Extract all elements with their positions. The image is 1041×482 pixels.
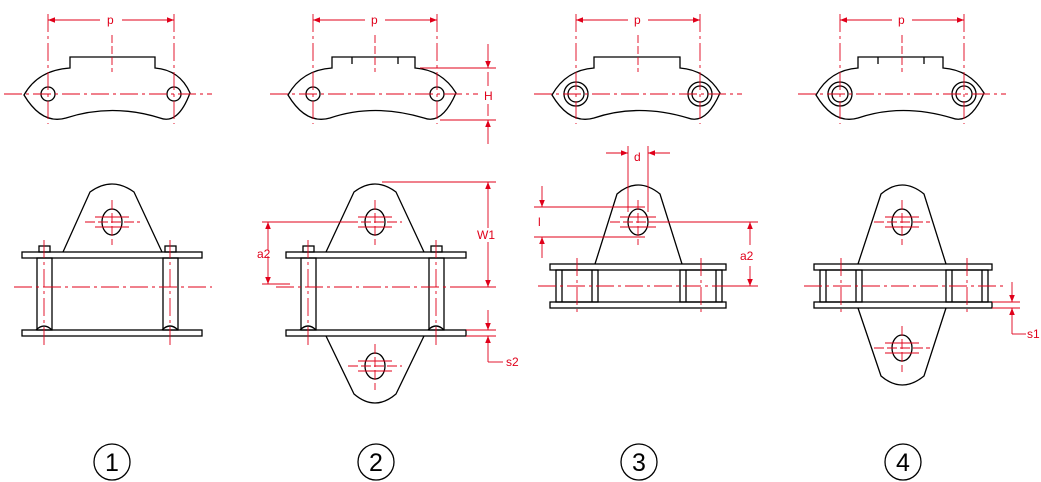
gap-lower-label: s2 (506, 355, 519, 369)
side-view-2 (285, 183, 467, 404)
variant-1: p (4, 13, 212, 346)
hole-diameter-label: d (634, 150, 641, 164)
top-view-4 (815, 56, 985, 120)
pitch-label-3: p (634, 13, 641, 27)
top-view-1 (23, 56, 191, 120)
side-view-4 (813, 184, 993, 386)
variant-number-3: 3 (632, 449, 646, 477)
hole-height-label-2: a2 (257, 247, 271, 261)
variant-number-2: 2 (369, 449, 383, 477)
variant-number-4: 4 (896, 449, 910, 477)
variant-number-1: 1 (105, 449, 119, 477)
variant-2: p H (257, 13, 519, 404)
hole-height-label-3: a2 (740, 249, 754, 263)
plate-height-label: H (484, 89, 493, 103)
variant-3: p (534, 13, 758, 316)
top-view-3 (551, 56, 721, 120)
hole-offset-label: l (538, 215, 541, 229)
pitch-label-1: p (107, 13, 114, 27)
gap-upper-label: s1 (1027, 327, 1040, 341)
pitch-label-2: p (371, 13, 378, 27)
variant-4: p (798, 13, 1040, 386)
width-label: W1 (477, 228, 495, 242)
pitch-label-4: p (898, 13, 905, 27)
side-view-1 (21, 183, 203, 337)
variant-numbers: 1 2 3 4 (93, 443, 922, 481)
